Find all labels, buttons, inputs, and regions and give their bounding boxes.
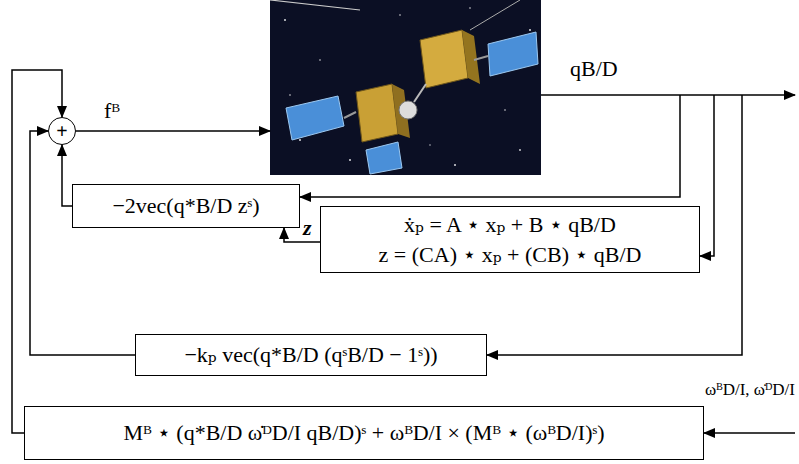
signal-wire	[700, 95, 714, 256]
equation-text: Mᴮ ⋆ (q*B/D ω̇ᴰD/I qB/D)ˢ + ωᴮD/I × (Mᴮ …	[123, 418, 604, 448]
sum-sign: +	[56, 121, 67, 141]
equation-text: ẋₚ = A ⋆ xₚ + B ⋆ qB/D	[404, 210, 616, 240]
signal-connector	[284, 228, 320, 242]
signal-connector	[30, 131, 135, 355]
space-background	[270, 0, 541, 175]
signal-label: z	[303, 215, 312, 241]
target-satellite	[414, 30, 538, 102]
chaser-satellite	[286, 84, 417, 174]
summing-junction: +	[48, 117, 76, 145]
stars	[284, 7, 531, 166]
signal-wire	[300, 95, 680, 197]
feedback-box: −2vec(q*B/D zˢ)	[72, 184, 300, 228]
signal-wire	[541, 94, 795, 96]
equation-text: z = (CA) ⋆ xₚ + (CB) ⋆ qB/D	[379, 240, 642, 270]
equation-text: −kₚ vec(q*B/D (qˢB/D − 1ˢ))	[184, 340, 437, 370]
signal-label: qB/D	[570, 56, 618, 82]
input-label: ωᴮD/I, ω̇ᴰD/I	[705, 380, 795, 400]
feedforward-box: Mᴮ ⋆ (q*B/D ω̇ᴰD/I qB/D)ˢ + ωᴮD/I × (Mᴮ …	[24, 406, 704, 460]
tether	[470, 0, 520, 30]
filter-box: ẋₚ = A ⋆ xₚ + B ⋆ qB/Dz = (CA) ⋆ xₚ + (C…	[320, 206, 700, 273]
signal-label: fᴮ	[104, 98, 120, 124]
signal-connector	[62, 145, 72, 206]
antenna-boom	[270, 0, 360, 10]
signal-wire	[704, 432, 795, 434]
equation-text: −2vec(q*B/D zˢ)	[112, 191, 259, 221]
signal-wire	[76, 130, 270, 132]
gain-box: −kₚ vec(q*B/D (qˢB/D − 1ˢ))	[135, 334, 487, 376]
